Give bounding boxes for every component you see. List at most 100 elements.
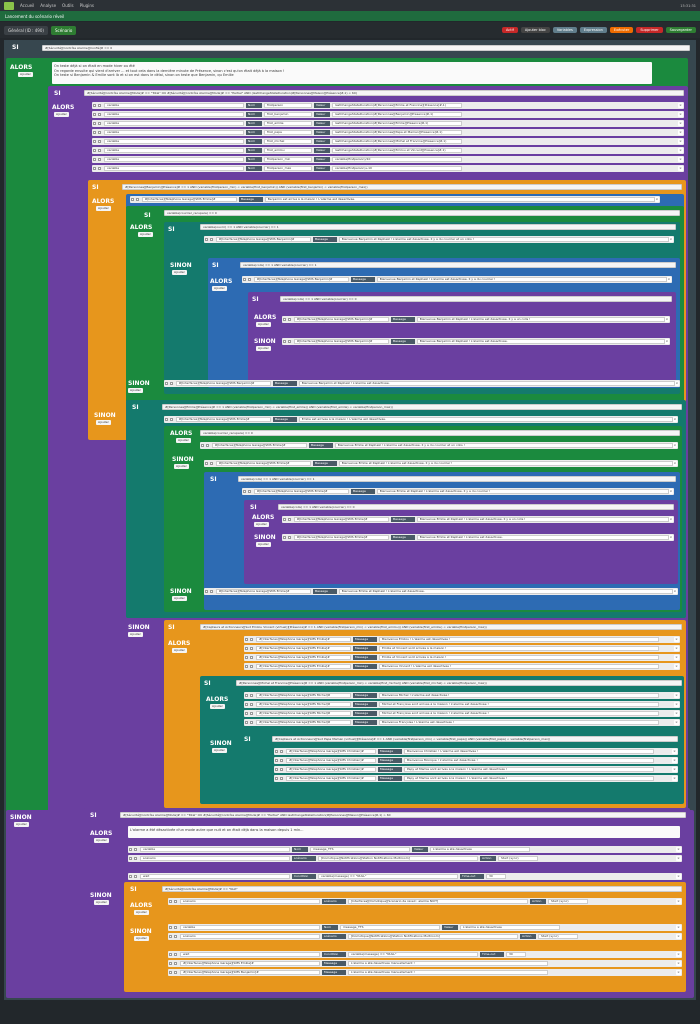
comment-block[interactable]: On teste déjà si on était en mode hiver … xyxy=(52,62,652,84)
add-button[interactable]: Ajouter xyxy=(128,632,143,637)
parallel-checkbox[interactable] xyxy=(287,340,291,343)
field-input[interactable]: #[Interfaces][Téléphone Garage][SMS Emil… xyxy=(211,443,307,448)
field-input[interactable]: variable xyxy=(104,121,244,126)
field-input[interactable]: #[Interfaces][Téléphone Garage][SMS Benj… xyxy=(175,381,271,386)
delete-icon[interactable]: × xyxy=(674,693,679,698)
delete-icon[interactable]: × xyxy=(676,970,681,975)
field-input[interactable]: Emilie et Vincent sont arrivés à la mais… xyxy=(379,646,659,651)
jeedom-logo-icon[interactable] xyxy=(4,1,14,10)
field-input[interactable]: lastChangeStateDuration(#[Personnes][Mic… xyxy=(332,139,462,144)
field-input[interactable]: lastChangeStateDuration(#[Personnes][Emi… xyxy=(332,103,462,108)
add-button[interactable]: Ajouter xyxy=(134,936,149,941)
add-button[interactable]: Ajouter xyxy=(96,420,111,425)
add-button[interactable]: Ajouter xyxy=(134,910,149,915)
field-input[interactable]: firstperson_max xyxy=(264,166,312,171)
field-input[interactable]: #[Interfaces][Téléphone Garage][SMS Emil… xyxy=(141,197,237,202)
enable-checkbox[interactable] xyxy=(169,962,172,965)
field-input[interactable]: 30 xyxy=(486,874,506,879)
field-input[interactable]: #[Interfaces][Téléphone Garage][SMS Benj… xyxy=(215,237,311,242)
enable-checkbox[interactable] xyxy=(93,131,96,134)
add-button[interactable]: Ajouter xyxy=(254,522,269,527)
condition-input[interactable]: variable(colis) == 1 AND variable(courri… xyxy=(240,262,676,268)
condition-input[interactable]: variable(colis) == 1 AND variable(courri… xyxy=(278,504,674,510)
parallel-checkbox[interactable] xyxy=(247,278,251,281)
enable-checkbox[interactable] xyxy=(93,140,96,143)
parallel-checkbox[interactable] xyxy=(250,712,253,715)
field-input[interactable]: variable(firstperson)/10 xyxy=(332,157,462,162)
add-button[interactable]: Ajouter xyxy=(256,346,271,351)
enable-checkbox[interactable] xyxy=(205,462,208,465)
field-input[interactable]: #[Interfaces][Téléphone Garage][SMS Emil… xyxy=(256,655,351,660)
enable-checkbox[interactable] xyxy=(93,104,96,107)
delete-icon[interactable]: × xyxy=(674,664,679,669)
delete-icon[interactable]: × xyxy=(672,758,677,763)
field-input[interactable]: Bienvenue Christian ! L'alarme est désac… xyxy=(404,749,654,754)
condition-input[interactable]: #[Sécurité][Contrôle Alarme][Confié]# ==… xyxy=(42,45,690,51)
active-toggle[interactable]: Actif xyxy=(501,27,518,33)
field-input[interactable]: Bienvenue Françoise ! L'alarme est désac… xyxy=(379,720,659,725)
parallel-checkbox[interactable] xyxy=(174,900,177,903)
condition-input[interactable]: variable(colis) == 1 AND variable(courri… xyxy=(238,476,676,482)
parallel-checkbox[interactable] xyxy=(287,318,291,321)
field-input[interactable]: lastChangeStateDuration(#[Personnes][Pap… xyxy=(332,130,462,135)
tab-general[interactable]: Général (ID : 490) xyxy=(4,25,48,35)
field-input[interactable]: Bienvenue Vincent ! L'alarme est désacti… xyxy=(379,664,659,669)
delete-icon[interactable]: × xyxy=(674,702,679,707)
parallel-checkbox[interactable] xyxy=(205,444,209,447)
save-button[interactable]: Sauvegarder xyxy=(665,27,696,33)
field-input[interactable]: first_benjamin xyxy=(264,112,312,117)
field-input[interactable]: Papy et Mamie sont arrivés à la maison !… xyxy=(404,767,654,772)
field-input[interactable]: Start (sync) xyxy=(538,934,578,939)
add-button[interactable]: Ajouter xyxy=(256,542,271,547)
field-input[interactable]: first_papa xyxy=(264,130,312,135)
delete-icon[interactable]: × xyxy=(672,589,677,594)
menu-plugins[interactable]: Plugins xyxy=(79,3,94,8)
delete-icon[interactable]: × xyxy=(664,317,669,322)
parallel-checkbox[interactable] xyxy=(98,167,101,170)
add-button[interactable]: Ajouter xyxy=(210,704,225,709)
delete-icon[interactable]: × xyxy=(676,934,681,939)
parallel-checkbox[interactable] xyxy=(247,490,251,493)
delete-icon[interactable]: × xyxy=(666,277,671,282)
delete-icon[interactable]: × xyxy=(674,637,679,642)
enable-checkbox[interactable] xyxy=(245,703,248,706)
field-input[interactable]: variable xyxy=(104,139,244,144)
add-button[interactable]: Ajouter xyxy=(172,596,187,601)
add-button[interactable]: Ajouter xyxy=(212,748,227,753)
enable-checkbox[interactable] xyxy=(245,638,248,641)
parallel-checkbox[interactable] xyxy=(174,953,177,956)
delete-icon[interactable]: × xyxy=(668,489,673,494)
field-input[interactable]: L'alarme a été désactivée manuellement ! xyxy=(348,970,548,975)
field-input[interactable]: #[Interfaces][Téléphone Garage][SMS Chri… xyxy=(286,767,376,772)
add-button[interactable]: Ajouter xyxy=(96,206,111,211)
parallel-checkbox[interactable] xyxy=(134,848,137,851)
enable-checkbox[interactable] xyxy=(93,122,96,125)
enable-checkbox[interactable] xyxy=(169,953,172,956)
execute-button[interactable]: Exécuter xyxy=(609,27,634,33)
add-button[interactable]: Ajouter xyxy=(172,270,187,275)
enable-checkbox[interactable] xyxy=(205,590,208,593)
field-input[interactable]: #[Interfaces][Téléphone Garage][SMS Emil… xyxy=(215,461,311,466)
field-input[interactable]: Michel et Françoise sont arrivés à la ma… xyxy=(379,711,659,716)
parallel-checkbox[interactable] xyxy=(98,104,101,107)
add-bloc-button[interactable]: Ajouter bloc xyxy=(520,27,550,33)
delete-icon[interactable]: × xyxy=(672,417,677,422)
enable-checkbox[interactable] xyxy=(243,490,246,493)
enable-checkbox[interactable] xyxy=(275,768,278,771)
field-input[interactable]: variable(message) == "NULL" xyxy=(348,952,478,957)
add-button[interactable]: Ajouter xyxy=(172,648,187,653)
field-input[interactable]: #[Interfaces][Téléphone Garage][SMS Emil… xyxy=(180,961,320,966)
add-button[interactable]: Ajouter xyxy=(176,438,191,443)
field-input[interactable]: #[Interfaces][Téléphone Garage][SMS Emil… xyxy=(175,417,271,422)
field-input[interactable]: Bienvenue Emilie et Raphaël ! L'alarme e… xyxy=(416,517,669,522)
field-input[interactable]: L'alarme a été désactivée xyxy=(460,925,560,930)
field-input[interactable]: wait xyxy=(140,874,290,879)
field-input[interactable]: Bienvenue Emilou ! L'alarme est désactiv… xyxy=(379,637,659,642)
enable-checkbox[interactable] xyxy=(275,750,278,753)
enable-checkbox[interactable] xyxy=(245,694,248,697)
field-input[interactable]: first_emilou xyxy=(264,148,312,153)
field-input[interactable]: Start (sync) xyxy=(548,899,588,904)
field-input[interactable]: #[Interfaces][Téléphone Garage][SMS Chri… xyxy=(286,758,376,763)
delete-icon[interactable]: × xyxy=(672,443,677,448)
field-input[interactable]: #[Interfaces][Téléphone Garage][SMS Mich… xyxy=(256,711,351,716)
